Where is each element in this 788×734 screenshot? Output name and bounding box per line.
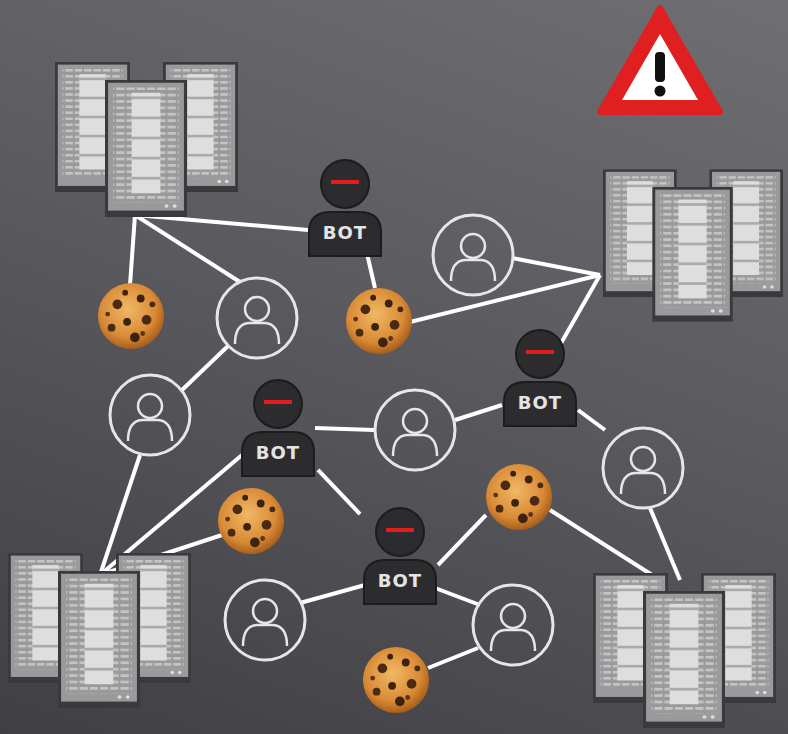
user-icon: [433, 215, 513, 295]
user-icon: [375, 390, 455, 470]
user-icon: [473, 585, 553, 665]
warning-sign: [600, 8, 720, 112]
server-rack: [593, 573, 776, 728]
user-icon: [110, 375, 190, 455]
cookie: [486, 464, 552, 530]
bot-label: BOT: [378, 570, 422, 592]
cookies: [98, 283, 552, 713]
user-icon: [603, 428, 683, 508]
bot-label: BOT: [323, 222, 367, 244]
cookie: [218, 488, 284, 554]
bot-label: BOT: [256, 442, 300, 464]
cookie: [98, 283, 164, 349]
cookie: [363, 647, 429, 713]
server-racks: [8, 62, 783, 728]
server-rack: [55, 62, 238, 217]
user-icon: [225, 580, 305, 660]
bot-figure: BOT: [360, 508, 440, 604]
bot-label: BOT: [518, 392, 562, 414]
user-icon: [217, 278, 297, 358]
server-rack: [8, 553, 191, 708]
bot-figure: BOT: [500, 330, 580, 426]
bot-figure: BOT: [238, 380, 318, 476]
users: [110, 215, 683, 665]
cookie: [346, 288, 412, 354]
connector: [318, 470, 360, 514]
bot-figure: BOT: [305, 160, 385, 256]
server-rack: [603, 169, 783, 321]
